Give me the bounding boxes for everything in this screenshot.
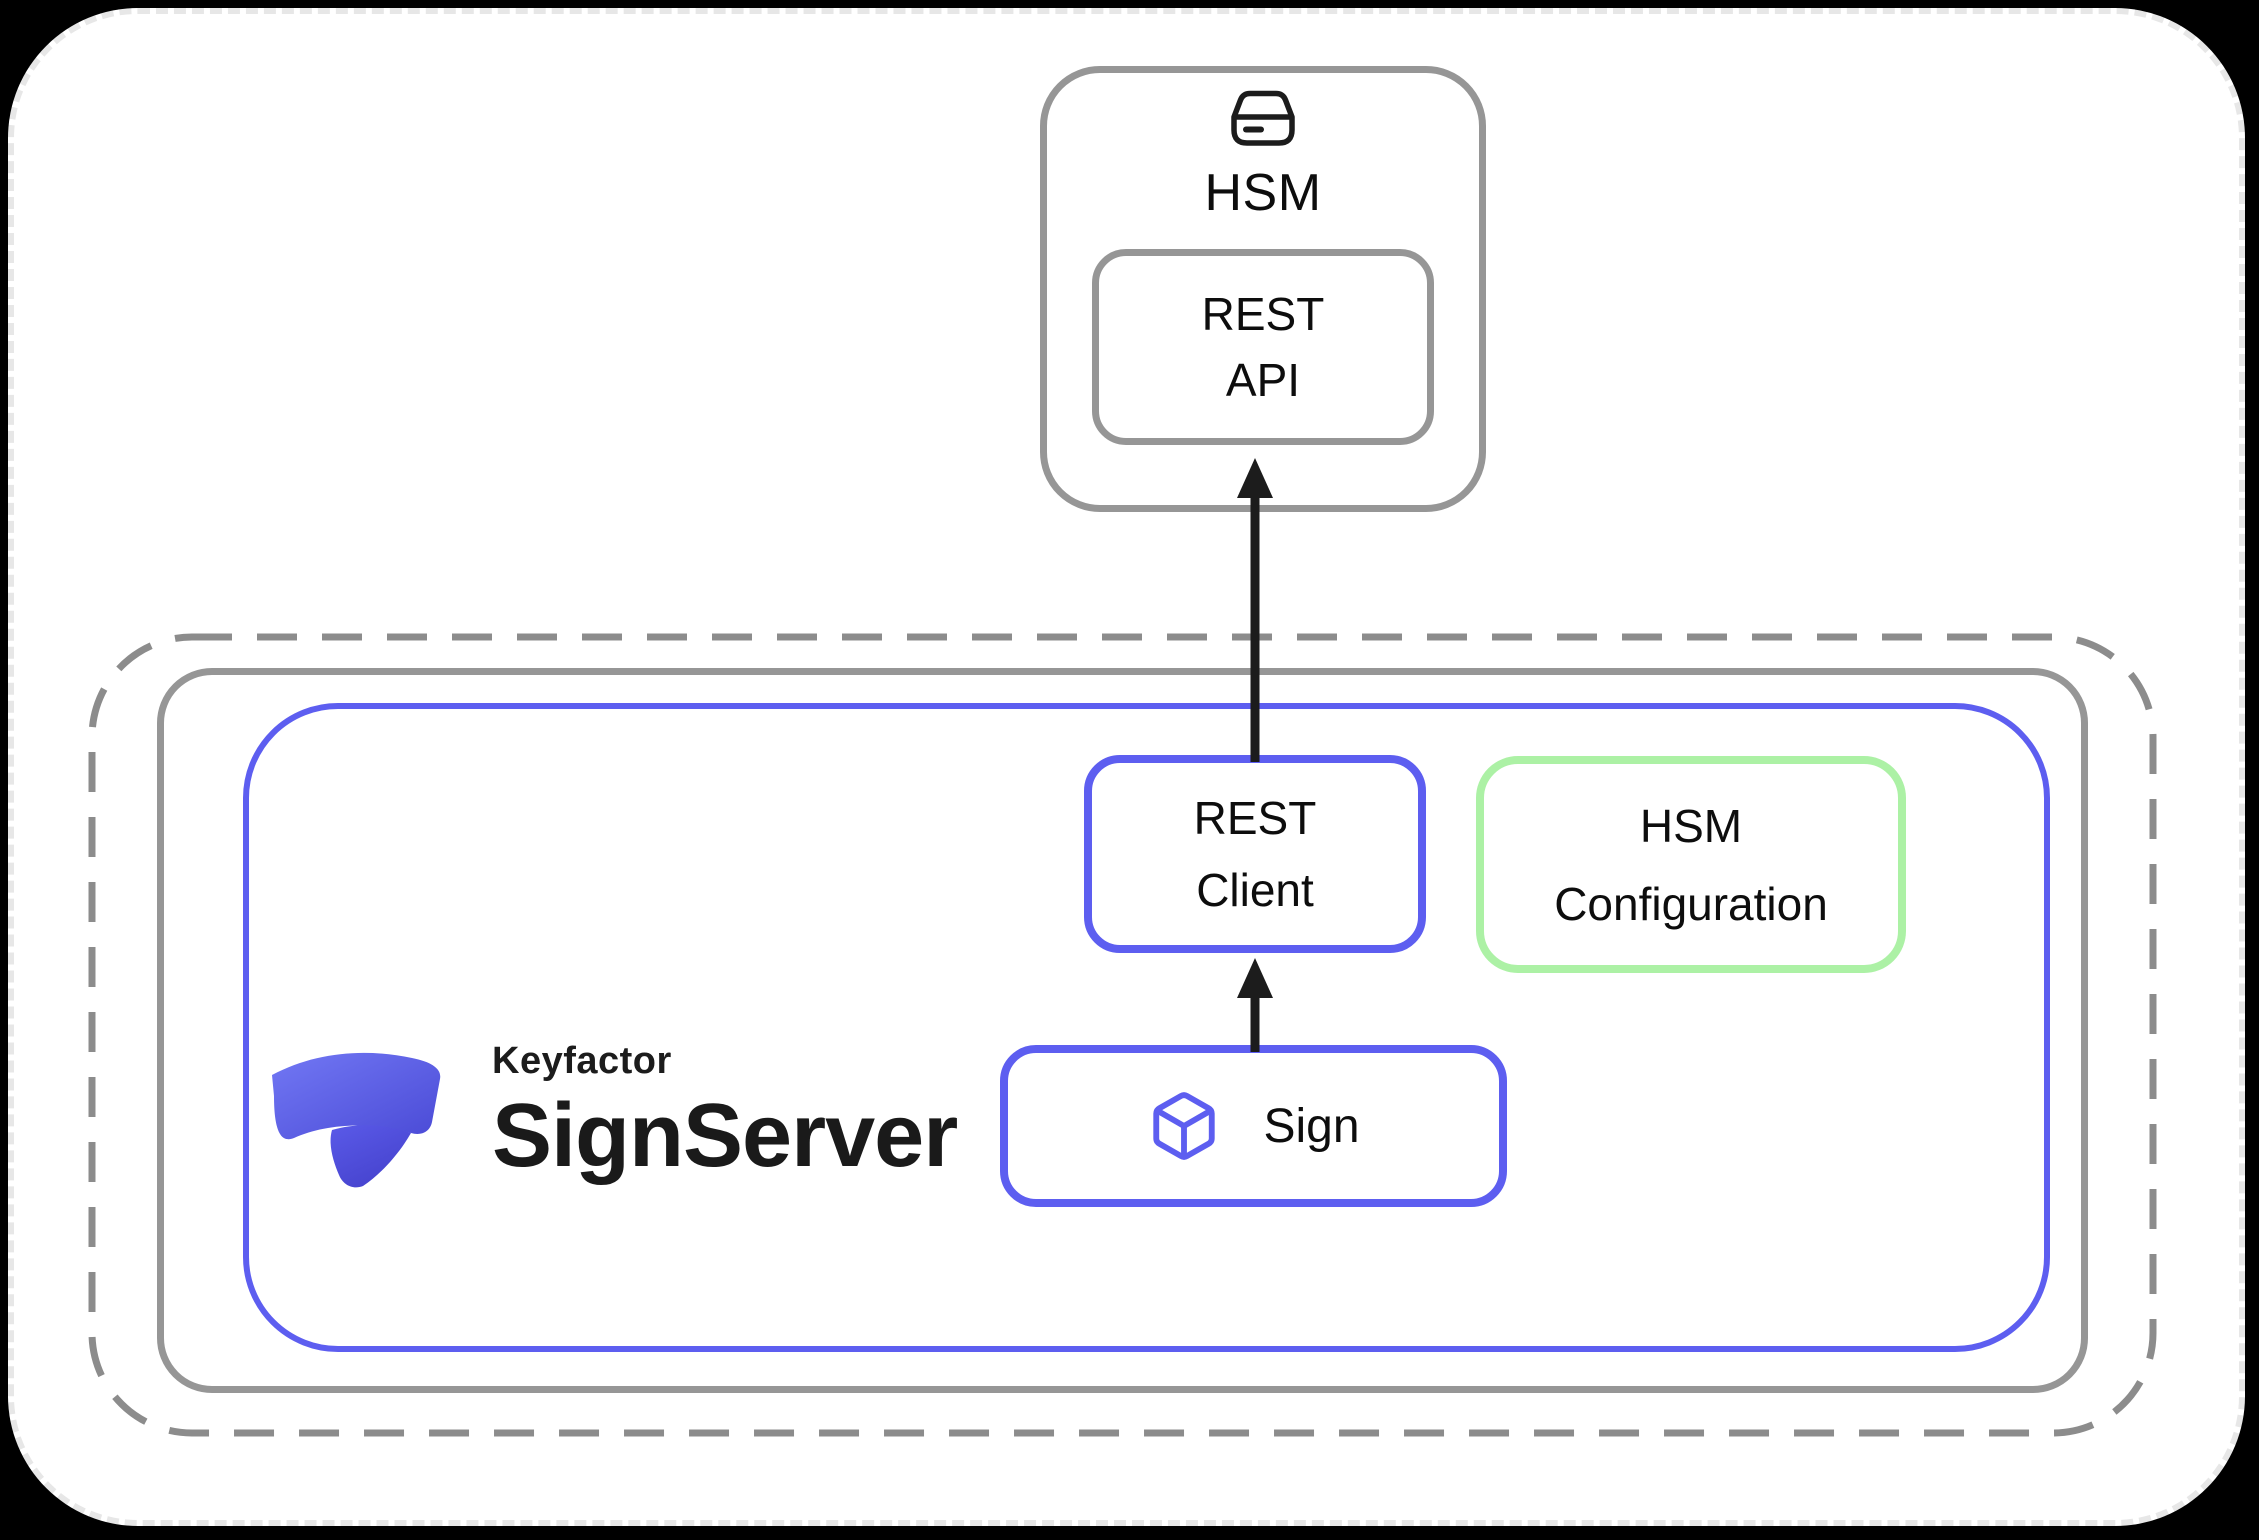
hsm-title: HSM <box>1204 164 1322 222</box>
rest-client-node: REST Client <box>1084 755 1426 953</box>
sign-node: Sign <box>1000 1045 1507 1207</box>
keyfactor-ribbon-logo-icon <box>272 1052 441 1188</box>
logo-brand-text: Keyfactor <box>492 1040 672 1082</box>
hsm-node: HSM REST API <box>1040 66 1486 512</box>
logo-product-text: SignServer <box>492 1086 958 1186</box>
rest-client-label-line2: Client <box>1196 864 1314 916</box>
rest-api-label-line2: API <box>1225 354 1301 406</box>
hsm-configuration-node: HSM Configuration <box>1476 756 1906 973</box>
storage-drive-icon <box>1231 90 1295 146</box>
arrow-sign-to-rest-client <box>1237 958 1273 1052</box>
hsm-configuration-label-line2: Configuration <box>1554 877 1828 930</box>
rest-client-label-line1: REST <box>1193 792 1317 844</box>
rest-api-node: REST API <box>1092 249 1434 445</box>
rest-api-label-line1: REST <box>1201 288 1325 340</box>
cube-icon <box>1153 1092 1216 1160</box>
arrow-rest-client-to-rest-api <box>1237 458 1273 762</box>
sign-label: Sign <box>1263 1099 1360 1153</box>
keyfactor-signserver-logo: Keyfactor SignServer <box>270 1040 1010 1230</box>
environment-dashed-boundary <box>88 633 2157 1437</box>
hsm-configuration-label-line1: HSM <box>1639 799 1743 852</box>
